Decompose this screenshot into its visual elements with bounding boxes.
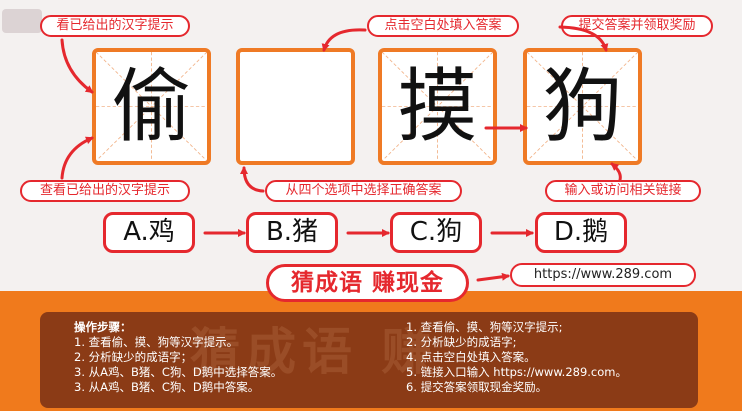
grid-guides (382, 52, 493, 161)
blurred-logo (2, 9, 42, 33)
tip-view-hints-2: 查看已给出的汉字提示 (20, 180, 190, 202)
arrow (60, 136, 94, 180)
arrow (610, 162, 622, 182)
option-d-button[interactable]: D.鹅 (535, 212, 627, 253)
hint-char-1: 偷 (111, 59, 192, 153)
steps-left: 操作步骤： 1. 查看偷、摸、狗等汉字提示。 2. 分析缺少的成语字； 3. 从… (74, 320, 282, 395)
answer-blank[interactable] (240, 52, 351, 161)
grid-guides (527, 52, 638, 161)
step-item: 2. 分析缺少的成语字; (406, 335, 517, 349)
arrow (240, 166, 265, 193)
step-item: 1. 查看偷、摸、狗等汉字提示。 (74, 335, 239, 349)
step-item: 5. 链接入口输入 https://www.289.com。 (406, 365, 627, 379)
arrow (476, 272, 510, 282)
option-a-button[interactable]: A.鸡 (103, 212, 195, 253)
step-item: 2. 分析缺少的成语字； (74, 350, 193, 364)
tip-view-hints: 看已给出的汉字提示 (40, 15, 190, 37)
slogan-badge: 猜成语 赚现金 (266, 264, 469, 302)
url-link[interactable]: https://www.289.com (510, 263, 696, 287)
char-box-3: 摸 (378, 48, 497, 165)
step-item: 4. 点击空白处填入答案。 (406, 350, 536, 364)
hint-char-4: 狗 (542, 59, 623, 153)
option-b-button[interactable]: B.猪 (246, 212, 338, 253)
tip-click-blank: 点击空白处填入答案 (367, 15, 519, 37)
step-item: 3. 从A鸡、B猪、C狗、D鹅中选择答案。 (74, 365, 283, 379)
steps-right: 1. 查看偷、摸、狗等汉字提示; 2. 分析缺少的成语字; 4. 点击空白处填入… (406, 320, 627, 395)
tip-visit-link: 输入或访问相关链接 (545, 180, 701, 202)
step-item: 6. 提交答案领取现金奖励。 (406, 380, 548, 394)
option-c-button[interactable]: C.狗 (390, 212, 482, 253)
arrow (321, 28, 367, 52)
grid-guides (96, 52, 207, 161)
tip-choose-option: 从四个选项中选择正确答案 (265, 180, 462, 202)
arrow (60, 38, 94, 94)
step-item: 1. 查看偷、摸、狗等汉字提示; (406, 320, 563, 334)
char-box-1: 偷 (92, 48, 211, 165)
watermark-text: 猜成语 赚 (190, 323, 438, 381)
steps-heading: 操作步骤： (74, 320, 132, 334)
tip-submit-reward: 提交答案并领取奖励 (561, 15, 713, 37)
answer-blank-box[interactable] (236, 48, 355, 165)
steps-panel: 猜成语 赚 操作步骤： 1. 查看偷、摸、狗等汉字提示。 2. 分析缺少的成语字… (40, 312, 698, 408)
char-box-4: 狗 (523, 48, 642, 165)
step-item: 3. 从A鸡、B猪、C狗、D鹅中答案。 (74, 380, 260, 394)
hint-char-3: 摸 (397, 59, 478, 153)
